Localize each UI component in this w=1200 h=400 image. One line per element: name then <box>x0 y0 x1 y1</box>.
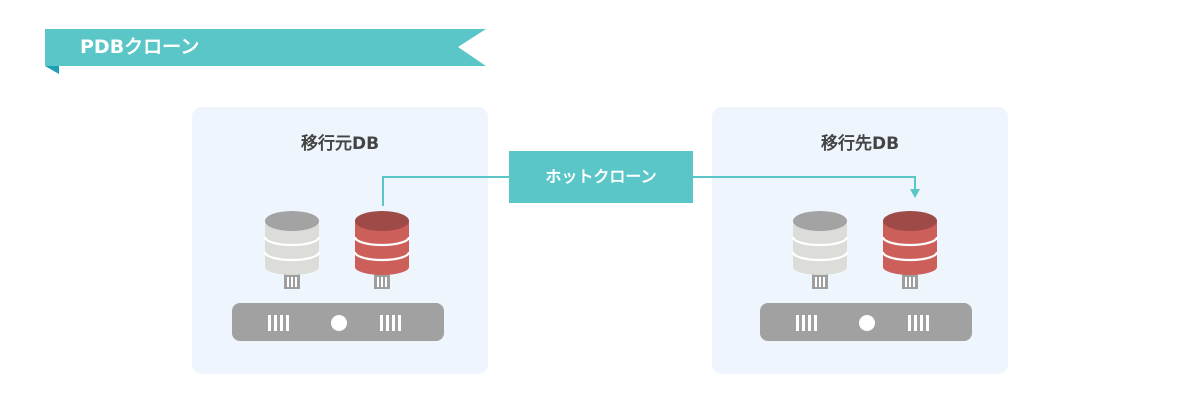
server-icon <box>760 303 972 341</box>
source-server-illustration <box>232 211 444 341</box>
database-icon <box>881 211 939 289</box>
target-db-title: 移行先DB <box>820 134 900 154</box>
target-db-panel: 移行先DB <box>712 107 1008 374</box>
hot-clone-label-box: ホットクローン <box>509 151 693 203</box>
title-banner: PDBクローン <box>0 0 500 80</box>
hot-clone-label: ホットクローン <box>545 167 657 186</box>
database-icon <box>353 211 411 289</box>
target-server-illustration <box>760 211 972 341</box>
database-icon <box>263 211 321 289</box>
server-icon <box>232 303 444 341</box>
source-db-panel: 移行元DB <box>192 107 488 374</box>
banner-ribbon <box>45 29 486 74</box>
source-db-title: 移行元DB <box>300 134 380 154</box>
database-icon <box>791 211 849 289</box>
banner-title: PDBクローン <box>80 36 200 58</box>
